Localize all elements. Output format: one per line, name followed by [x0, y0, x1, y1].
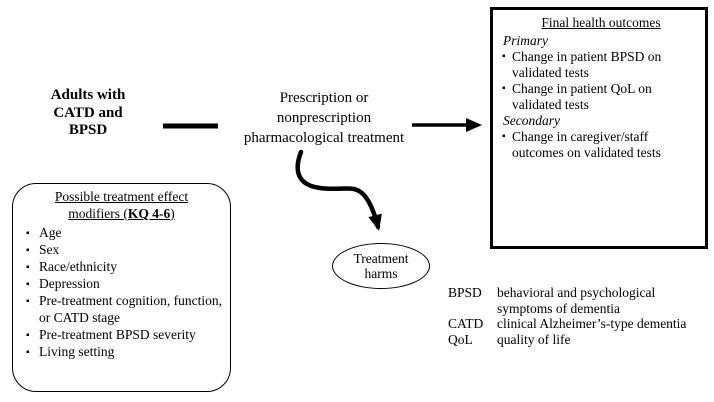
- abbreviation-term: CATD: [448, 316, 484, 331]
- treatment-effect-modifiers-box: Possible treatment effect modifiers (KQ …: [12, 183, 231, 392]
- population-label: Adults with CATD and BPSD: [50, 87, 126, 138]
- abbreviation-definition: clinical Alzheimer’s-type dementia: [497, 316, 687, 331]
- final-health-outcomes-box: Final health outcomes Primary Change in …: [490, 7, 708, 249]
- treatment-harms-ellipse: Treatment harms: [332, 243, 430, 289]
- outcomes-primary-item: Change in patient BPSD on validated test…: [502, 49, 699, 81]
- intervention-to-harms-arrow: [295, 149, 382, 231]
- abbreviation-term: QoL: [448, 331, 473, 347]
- modifiers-title-line2-prefix: modifiers (: [68, 206, 128, 221]
- modifiers-box-title: Possible treatment effect modifiers (KQ …: [27, 188, 216, 222]
- outcomes-secondary-item: Change in caregiver/staff outcomes on va…: [502, 129, 699, 161]
- abbreviation-term: BPSD: [448, 285, 482, 300]
- modifiers-title-line2: modifiers (KQ 4-6): [27, 205, 216, 222]
- modifier-item: Sex: [26, 241, 224, 259]
- modifier-item: Living setting: [26, 343, 224, 361]
- intervention-label: Prescription or nonprescription pharmaco…: [243, 90, 405, 146]
- modifier-item: Depression: [26, 275, 224, 293]
- modifiers-title-line2-suffix: ): [170, 206, 175, 221]
- modifier-item: Pre-treatment BPSD severity: [26, 326, 224, 344]
- treatment-harms-label: Treatment harms: [353, 251, 409, 281]
- modifiers-title-kq-label: KQ 4-6: [127, 206, 171, 221]
- outcomes-primary-heading: Primary: [503, 33, 548, 48]
- modifiers-title-line1: Possible treatment effect: [54, 189, 189, 204]
- modifier-item: Race/ethnicity: [26, 258, 224, 276]
- outcomes-primary-item: Change in patient QoL on validated tests: [502, 81, 699, 113]
- abbreviation-definition: quality of life: [497, 331, 571, 347]
- modifier-item: Age: [26, 224, 224, 242]
- abbreviation-legend: BPSD behavioral and psychological sympto…: [448, 285, 707, 347]
- abbreviation-definition: behavioral and psychological symptoms of…: [497, 285, 656, 316]
- outcomes-secondary-heading: Secondary: [503, 113, 560, 128]
- outcomes-box-title: Final health outcomes: [541, 15, 661, 30]
- modifier-item: Pre-treatment cognition, function, or CA…: [26, 292, 224, 326]
